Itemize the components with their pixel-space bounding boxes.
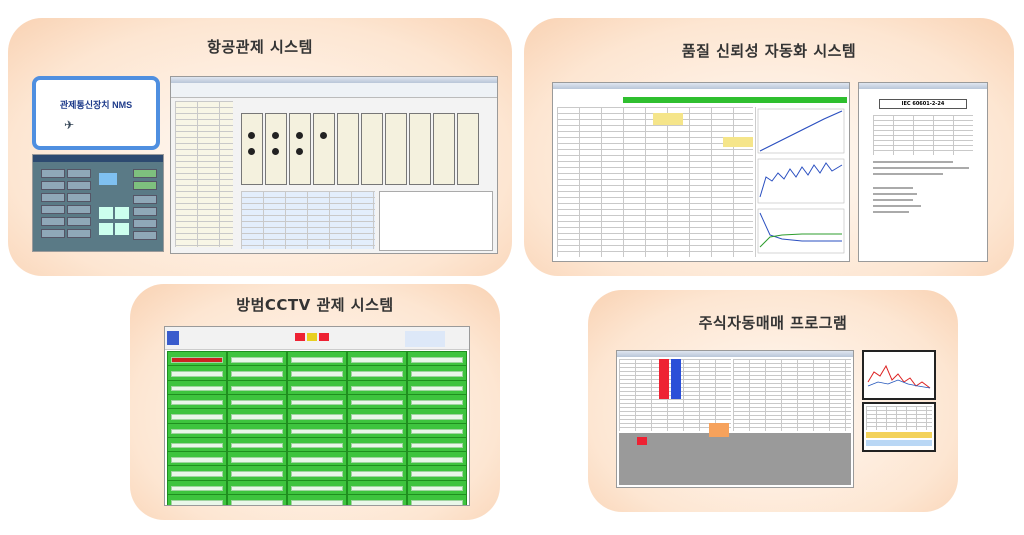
cctv-status-cell xyxy=(227,422,287,438)
nms-main-screenshot xyxy=(170,76,498,254)
cctv-status-cell xyxy=(167,351,227,367)
cctv-status-cell xyxy=(227,379,287,396)
trading-screenshot xyxy=(616,350,854,488)
doc-header: IEC 60601-2-24 xyxy=(879,99,967,109)
spreadsheet-screenshot xyxy=(552,82,850,262)
stock-chart-screenshot xyxy=(862,350,936,400)
cctv-status-cell xyxy=(227,436,287,453)
stock-table-screenshot xyxy=(862,402,936,452)
cctv-status-cell xyxy=(407,379,467,396)
cctv-status-cell xyxy=(227,393,287,410)
control-panel-screenshot xyxy=(32,154,164,252)
cctv-status-cell xyxy=(407,365,467,381)
cctv-status-cell xyxy=(167,422,227,438)
cctv-status-cell xyxy=(227,451,287,467)
cctv-status-cell xyxy=(347,365,407,381)
cctv-status-cell xyxy=(227,494,287,505)
cctv-status-cell xyxy=(347,422,407,438)
cctv-status-cell xyxy=(347,494,407,505)
cctv-status-cell xyxy=(347,408,407,424)
cctv-status-cell xyxy=(347,479,407,496)
cctv-status-cell xyxy=(287,422,347,438)
card-title: 품질 신뢰성 자동화 시스템 xyxy=(681,42,857,60)
cctv-status-cell xyxy=(347,465,407,481)
cctv-status-cell xyxy=(287,379,347,396)
card-atc: 항공관제 시스템 관제통신장치 NMS ✈ xyxy=(8,18,512,276)
cctv-status-cell xyxy=(167,436,227,453)
card-title: 방범CCTV 관제 시스템 xyxy=(236,296,394,314)
cctv-status-cell xyxy=(407,422,467,438)
cctv-status-cell xyxy=(347,451,407,467)
nms-logo-text: 관제통신장치 NMS xyxy=(59,100,133,110)
cctv-status-cell xyxy=(407,479,467,496)
cctv-status-cell xyxy=(407,393,467,410)
cctv-status-cell xyxy=(287,365,347,381)
cctv-status-cell xyxy=(227,408,287,424)
cctv-status-cell xyxy=(167,494,227,505)
cctv-status-cell xyxy=(167,393,227,410)
cctv-status-cell xyxy=(227,465,287,481)
cctv-status-cell xyxy=(167,408,227,424)
cctv-status-cell xyxy=(167,465,227,481)
cctv-status-cell xyxy=(287,393,347,410)
card-title: 주식자동매매 프로그램 xyxy=(698,314,848,332)
cctv-status-cell xyxy=(167,379,227,396)
report-document-screenshot: IEC 60601-2-24 xyxy=(858,82,988,262)
cctv-status-cell xyxy=(407,465,467,481)
cctv-status-cell xyxy=(407,451,467,467)
nms-logo-screenshot: 관제통신장치 NMS ✈ xyxy=(32,76,160,150)
cctv-status-cell xyxy=(407,351,467,367)
cctv-status-cell xyxy=(227,365,287,381)
cctv-status-cell xyxy=(287,436,347,453)
cctv-status-cell xyxy=(347,436,407,453)
cctv-status-cell xyxy=(287,479,347,496)
cctv-status-cell xyxy=(347,379,407,396)
card-cctv: 방범CCTV 관제 시스템 xyxy=(130,284,500,520)
cctv-status-cell xyxy=(347,393,407,410)
cctv-status-cell xyxy=(287,494,347,505)
cctv-status-cell xyxy=(167,451,227,467)
card-quality: 품질 신뢰성 자동화 시스템 IEC 60601-2-24 xyxy=(524,18,1014,276)
cctv-status-cell xyxy=(287,351,347,367)
cctv-status-cell xyxy=(227,351,287,367)
card-title: 항공관제 시스템 xyxy=(207,38,313,56)
cctv-status-cell xyxy=(287,465,347,481)
cctv-status-cell xyxy=(287,408,347,424)
card-stock: 주식자동매매 프로그램 xyxy=(588,290,958,512)
cctv-status-cell xyxy=(167,479,227,496)
cctv-status-cell xyxy=(167,365,227,381)
cctv-status-cell xyxy=(407,408,467,424)
airplane-icon: ✈ xyxy=(64,118,75,132)
cctv-status-cell xyxy=(287,451,347,467)
cctv-grid-screenshot xyxy=(164,326,470,506)
cctv-status-cell xyxy=(347,351,407,367)
cctv-status-cell xyxy=(407,494,467,505)
cctv-status-cell xyxy=(407,436,467,453)
cctv-status-cell xyxy=(227,479,287,496)
